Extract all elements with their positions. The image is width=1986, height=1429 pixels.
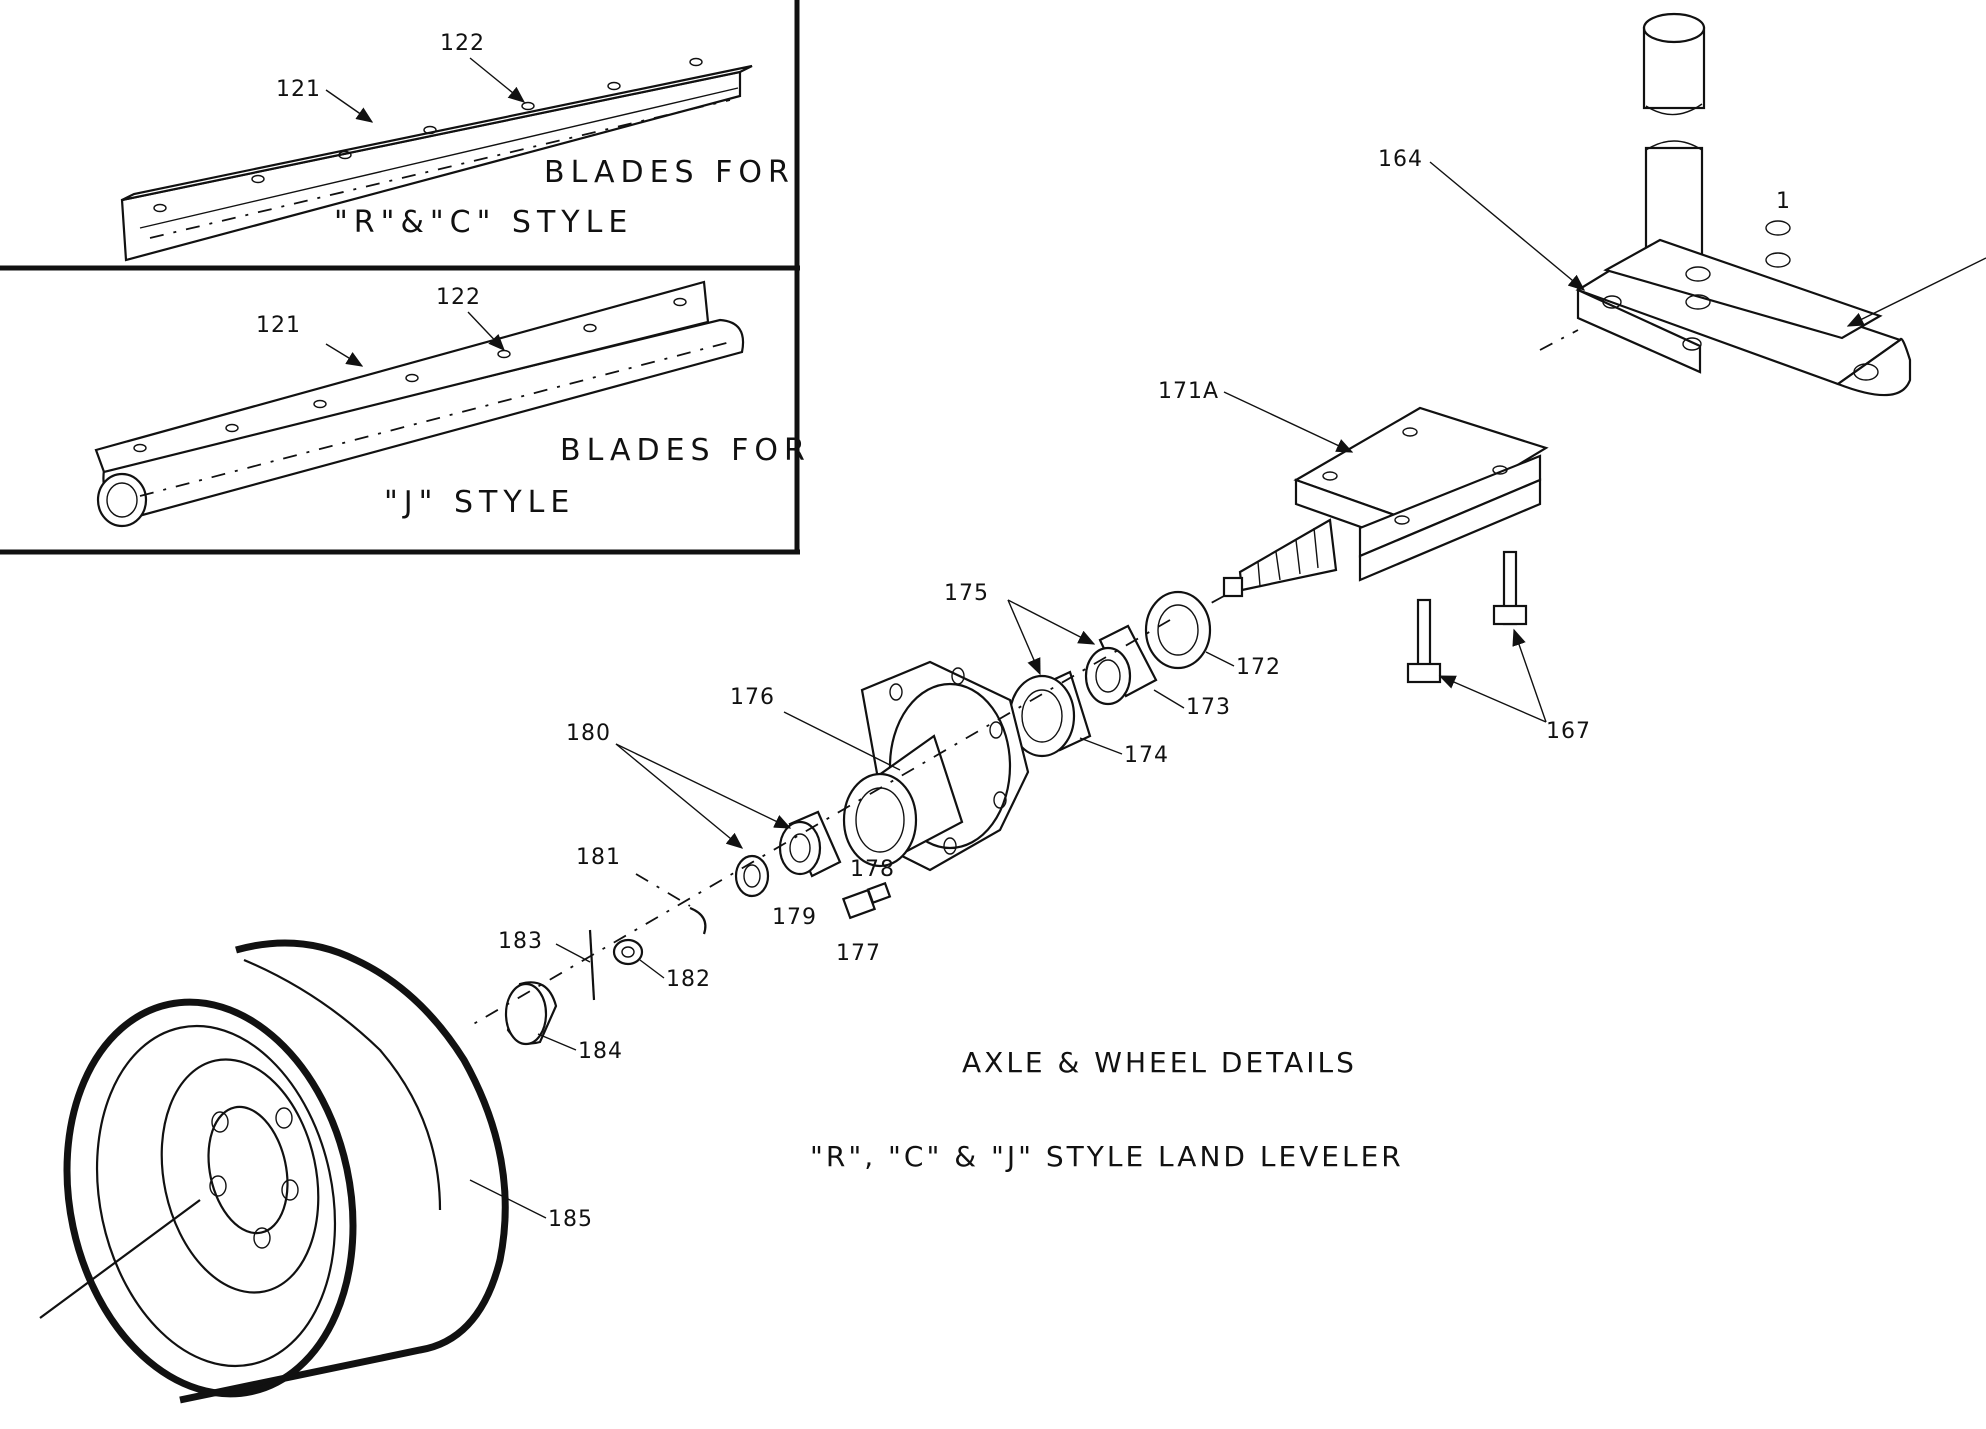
callout-179: 179 [772, 905, 817, 930]
grease-fitting-177 [841, 881, 892, 920]
rc-hole-callout: 122 [440, 31, 485, 56]
callout-164: 164 [1378, 147, 1423, 172]
inset-j-blades: 121 122 BLADES FOR "J" STYLE [0, 280, 811, 555]
bearing-cup-174 [1008, 670, 1092, 758]
axle-centerline [469, 619, 1171, 1027]
castle-nut-182 [612, 938, 644, 966]
wheel-rim-185 [39, 939, 509, 1404]
callout-183: 183 [498, 929, 543, 954]
j-blade-callout: 121 [256, 313, 301, 338]
dust-cap-184 [504, 981, 558, 1046]
callout-181: 181 [576, 845, 621, 870]
spindle-arm-164 [1539, 12, 1912, 397]
rc-blade-callout: 121 [276, 77, 321, 102]
j-blade-drawing [94, 280, 745, 528]
callout-176: 176 [730, 685, 775, 710]
j-hole-callout: 122 [436, 285, 481, 310]
wheel-hub-176 [842, 660, 1030, 872]
washer-172 [1144, 590, 1212, 670]
inset-rc-blades: 121 122 BLADES FOR "R"&"C" STYLE [0, 0, 800, 550]
rc-blade-drawing [120, 57, 753, 262]
callout-171a: 171A [1158, 379, 1219, 404]
callout-174: 174 [1124, 743, 1169, 768]
callout-175: 175 [944, 581, 989, 606]
callout-172: 172 [1236, 655, 1281, 680]
axle-spindle-171a [1179, 406, 1549, 621]
callout-173: 173 [1186, 695, 1231, 720]
j-blades-title: BLADES FOR [560, 433, 811, 468]
callout-184: 184 [578, 1039, 623, 1064]
callout-182: 182 [666, 967, 711, 992]
callout-177: 177 [836, 941, 881, 966]
bearing-cone-179 [734, 854, 770, 898]
bolts-167 [1406, 550, 1528, 684]
callout-185: 185 [548, 1207, 593, 1232]
caption-subtitle: "R", "C" & "J" STYLE LAND LEVELER [810, 1140, 1404, 1173]
callout-top-1: 1 [1776, 189, 1791, 214]
caption-title: AXLE & WHEEL DETAILS [962, 1046, 1357, 1079]
callout-180: 180 [566, 721, 611, 746]
j-blades-style: "J" STYLE [384, 485, 575, 520]
callout-178: 178 [850, 857, 895, 882]
cotter-pin-181 [689, 906, 707, 935]
pin-183 [588, 929, 596, 1001]
rc-blades-title: BLADES FOR [544, 155, 795, 190]
rc-blades-style: "R"&"C" STYLE [334, 205, 633, 240]
bearing-cup-178 [778, 810, 842, 878]
callout-167: 167 [1546, 719, 1591, 744]
